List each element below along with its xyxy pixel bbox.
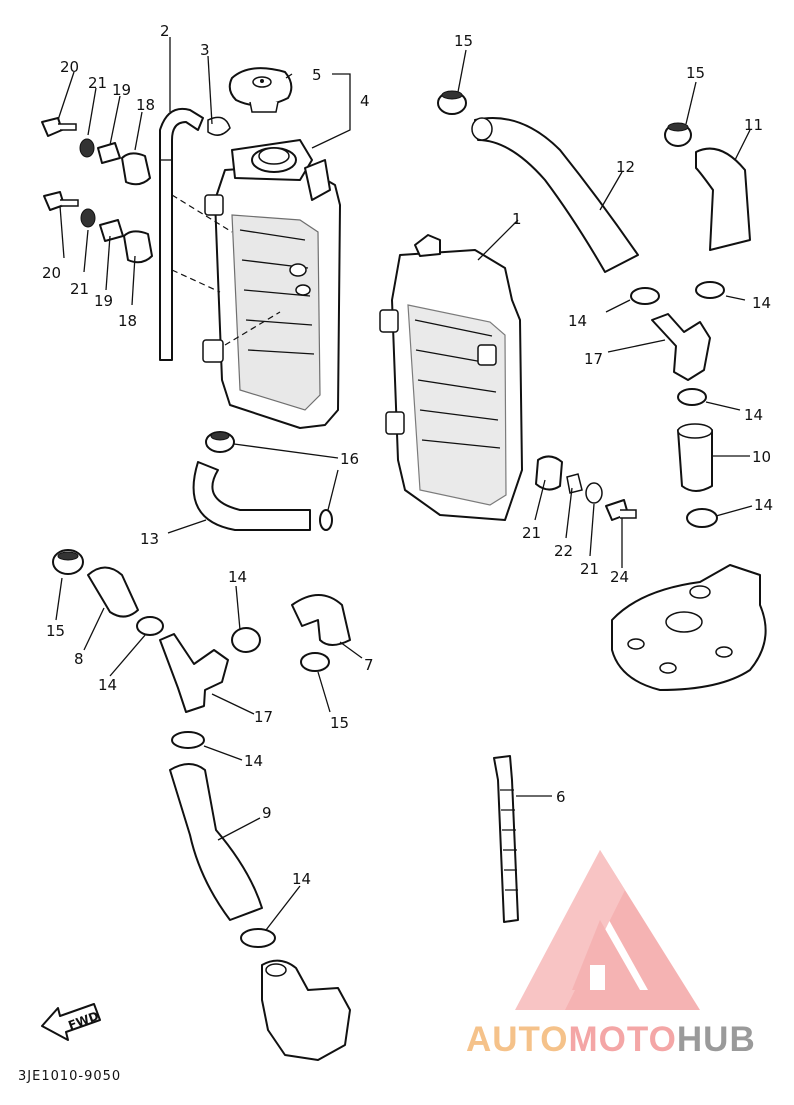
brand-auto: AUTO	[466, 1020, 569, 1059]
joint-17-upper	[651, 313, 711, 381]
callout-23: 22	[554, 542, 573, 560]
callout-15-lower: 15	[330, 714, 349, 732]
callout-11: 11	[744, 116, 763, 134]
callouts: 2 3 5 4 20 21 19 18 20 21 19 18 15 1 12 …	[42, 22, 773, 888]
mount-hardware-right	[535, 455, 637, 521]
callout-13: 13	[140, 530, 159, 548]
callout-14-f: 14	[228, 568, 247, 586]
callout-6: 6	[556, 788, 566, 806]
hose-10	[677, 423, 713, 492]
joint-17-lower	[159, 633, 229, 713]
hose-8	[87, 566, 139, 618]
callout-9: 9	[262, 804, 272, 822]
callout-21-right: 21	[580, 560, 599, 578]
diagram-code: 3JE1010-9050	[18, 1069, 121, 1084]
hose-7	[291, 594, 351, 646]
callout-19-upper: 19	[112, 81, 131, 99]
callout-14-b: 14	[752, 294, 771, 312]
callout-20-lower: 20	[42, 264, 61, 282]
callout-15-left: 15	[46, 622, 65, 640]
callout-15-top: 15	[454, 32, 473, 50]
water-pump-housing	[261, 959, 351, 1061]
mount-hardware-upper	[41, 117, 151, 186]
callout-24: 24	[610, 568, 629, 586]
callout-18-upper: 18	[136, 96, 155, 114]
callout-14-a: 14	[568, 312, 587, 330]
hose-12	[471, 117, 639, 273]
callout-3: 3	[200, 41, 210, 59]
radiator-cap	[228, 67, 293, 113]
callout-14-g: 14	[244, 752, 263, 770]
breather-hose	[159, 108, 231, 361]
leader-lines	[55, 37, 753, 931]
callout-4: 4	[360, 92, 370, 110]
brand-hub: HUB	[676, 1020, 756, 1059]
hose-9	[169, 763, 263, 921]
cable-tie	[493, 755, 519, 923]
callout-14-e: 14	[98, 676, 117, 694]
callout-14-h: 14	[292, 870, 311, 888]
right-radiator	[379, 234, 523, 521]
fwd-arrow: FWD	[41, 1003, 101, 1041]
callout-22: 21	[522, 524, 541, 542]
callout-17-lower: 17	[254, 708, 273, 726]
callout-2: 2	[160, 22, 170, 40]
callout-21-lower: 21	[70, 280, 89, 298]
left-radiator	[202, 139, 341, 429]
callout-17-upper: 17	[584, 350, 603, 368]
callout-5: 5	[312, 66, 322, 84]
callout-16: 16	[340, 450, 359, 468]
cylinder-head	[611, 564, 767, 691]
callout-21-upper: 21	[88, 74, 107, 92]
callout-19-lower: 19	[94, 292, 113, 310]
callout-14-d: 14	[754, 496, 773, 514]
callout-18-lower: 18	[118, 312, 137, 330]
callout-14-c: 14	[744, 406, 763, 424]
watermark-brand-text: AUTOMOTOHUB	[466, 1022, 756, 1058]
callout-10: 10	[752, 448, 771, 466]
callout-20-upper: 20	[60, 58, 79, 76]
mount-hardware-lower	[43, 191, 153, 264]
hose-11	[695, 147, 751, 251]
brand-moto: MOTO	[568, 1020, 677, 1059]
callout-7: 7	[364, 656, 374, 674]
hose-clamps	[52, 90, 725, 948]
watermark-logo	[515, 850, 700, 1010]
callout-12: 12	[616, 158, 635, 176]
hose-13	[192, 461, 311, 531]
callout-8: 8	[74, 650, 84, 668]
callout-1: 1	[512, 210, 522, 228]
callout-15-right: 15	[686, 64, 705, 82]
